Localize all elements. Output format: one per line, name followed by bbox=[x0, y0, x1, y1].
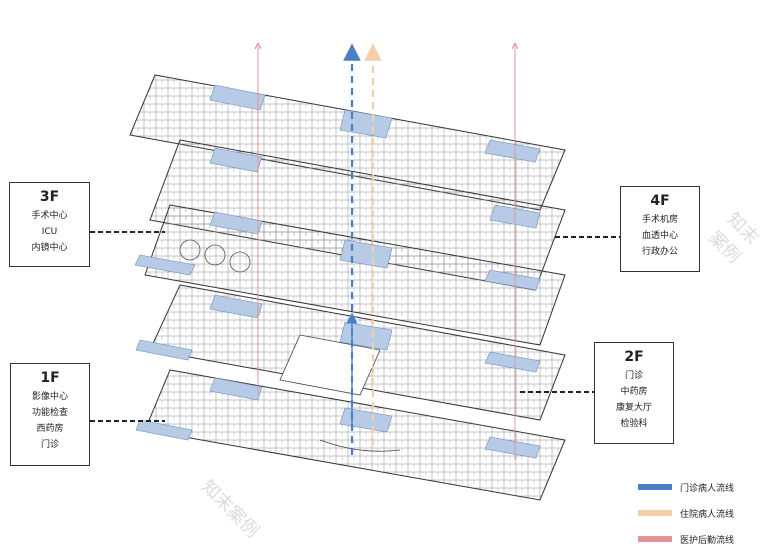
legend-swatch-outpatient bbox=[638, 484, 672, 490]
floor-plan-3f bbox=[134, 204, 566, 346]
floor-item: 检验科 bbox=[620, 419, 648, 429]
floor-title: 1F bbox=[40, 370, 60, 386]
floor-item: 门诊 bbox=[40, 440, 59, 450]
floor-item: 康复大厅 bbox=[615, 403, 652, 413]
floor-label-3f: 3F 手术中心 ICU 内镜中心 bbox=[9, 182, 90, 267]
floor-label-4f: 4F 手术机房 血透中心 行政办公 bbox=[620, 186, 700, 272]
floor-item: 门诊 bbox=[624, 371, 643, 381]
floor-item: ICU bbox=[41, 227, 58, 237]
floor-plan-2f bbox=[135, 284, 566, 421]
floor-title: 3F bbox=[39, 189, 60, 205]
floor-item: 手术机房 bbox=[641, 215, 678, 225]
floor-title: 4F bbox=[650, 193, 670, 209]
legend-swatch-inpatient bbox=[638, 510, 672, 516]
floor-item: 手术中心 bbox=[31, 211, 68, 221]
legend-label: 住院病人流线 bbox=[680, 509, 735, 520]
legend-label: 门诊病人流线 bbox=[680, 483, 735, 494]
floor-item: 西药房 bbox=[36, 424, 64, 434]
legend: 门诊病人流线 住院病人流线 医护后勤流线 bbox=[638, 474, 762, 552]
floor-plan-1f bbox=[135, 369, 566, 501]
floor-label-2f: 2F 门诊 中药房 康复大厅 检验科 bbox=[594, 342, 674, 444]
legend-swatch-staff bbox=[638, 536, 672, 542]
floor-item: 内镜中心 bbox=[31, 243, 68, 253]
floor-item: 功能检查 bbox=[31, 408, 68, 418]
floor-item: 影像中心 bbox=[31, 392, 68, 402]
floor-label-1f: 1F 影像中心 功能检查 西药房 门诊 bbox=[10, 363, 90, 466]
floor-item: 血透中心 bbox=[641, 231, 678, 241]
legend-label: 医护后勤流线 bbox=[680, 535, 735, 546]
floor-item: 中药房 bbox=[620, 387, 648, 397]
legend-item: 医护后勤流线 bbox=[638, 526, 762, 552]
floor-item: 行政办公 bbox=[641, 247, 678, 257]
legend-item: 住院病人流线 bbox=[638, 500, 762, 526]
floor-title: 2F bbox=[624, 349, 644, 365]
legend-item: 门诊病人流线 bbox=[638, 474, 762, 500]
